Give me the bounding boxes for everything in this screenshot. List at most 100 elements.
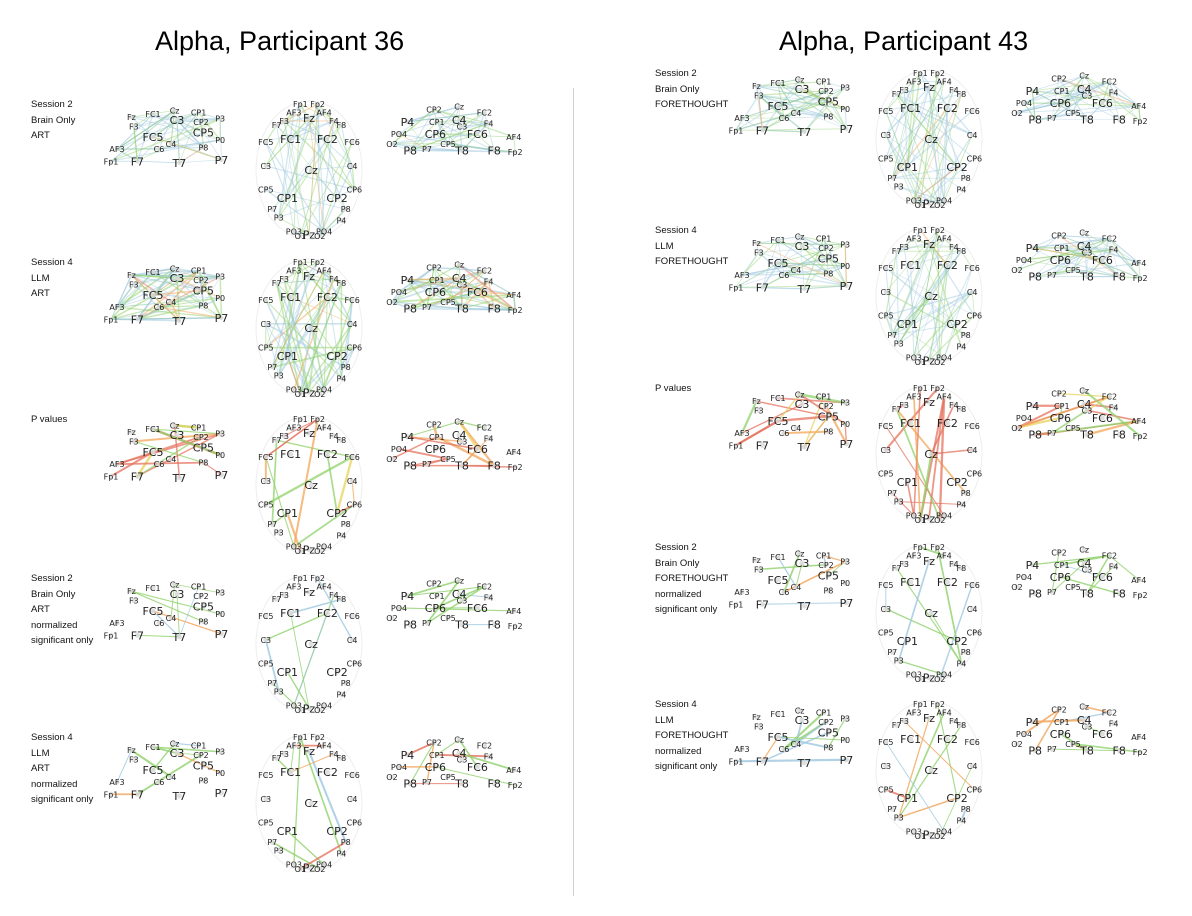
electrode-label-f4: F4 xyxy=(484,434,494,443)
connection-edge xyxy=(176,111,200,121)
connection-edge xyxy=(906,238,945,325)
connection-edge xyxy=(755,242,847,287)
electrode-label-cp5: CP5 xyxy=(818,95,839,108)
electrode-node xyxy=(1032,748,1038,754)
row-label-line: normalized xyxy=(31,778,78,790)
electrode-label-af4: AF4 xyxy=(937,235,952,244)
connection-edge xyxy=(803,415,829,448)
connection-edge xyxy=(896,93,975,160)
connection-edge xyxy=(928,134,973,205)
connection-edge xyxy=(197,111,221,141)
electrode-label-fp1: Fp1 xyxy=(104,315,119,324)
electrode-node xyxy=(793,425,799,431)
electrode-label-fc2: FC2 xyxy=(1102,709,1117,718)
electrode-node xyxy=(263,502,269,508)
electrode-node xyxy=(114,461,120,467)
electrode-node xyxy=(349,613,355,619)
electrode-label-af4: AF4 xyxy=(317,267,332,276)
electrode-label-cp5: CP5 xyxy=(878,155,894,164)
row-label-line: significant only xyxy=(31,794,94,805)
electrode-label-cp5: CP5 xyxy=(1065,266,1081,275)
connection-edge xyxy=(891,81,945,179)
connection-edge xyxy=(891,295,932,336)
electrode-node xyxy=(825,729,831,735)
electrode-node xyxy=(941,394,947,400)
connection-edge xyxy=(458,420,479,450)
connection-edge xyxy=(1051,237,1111,276)
connection-edge xyxy=(758,94,805,133)
electrode-node xyxy=(297,416,303,422)
electrode-node xyxy=(150,585,156,591)
connection-edge xyxy=(891,291,973,336)
connection-edge xyxy=(913,237,930,245)
connection-edge xyxy=(170,112,199,145)
row-label-line: significant only xyxy=(31,635,94,646)
electrode-label-p7: P7 xyxy=(887,648,897,657)
electrode-label-c3: C3 xyxy=(795,240,810,253)
electrode-node xyxy=(1070,741,1076,747)
electrode-node xyxy=(1070,584,1076,590)
electrode-label-fz: Fz xyxy=(127,113,136,122)
connection-edge xyxy=(1138,105,1141,122)
electrode-node xyxy=(343,365,348,370)
electrode-label-p4: P4 xyxy=(1026,400,1040,413)
connection-edge xyxy=(176,593,180,638)
electrode-node xyxy=(491,463,497,469)
connection-edge xyxy=(824,404,848,445)
electrode-node xyxy=(883,606,889,612)
connection-edge xyxy=(798,78,848,130)
electrode-label-fp1: Fp1 xyxy=(729,441,744,450)
connection-edge xyxy=(799,235,827,249)
electrode-label-fc2: FC2 xyxy=(1102,78,1117,87)
electrode-node xyxy=(481,743,487,749)
electrode-node xyxy=(325,295,330,300)
electrode-node xyxy=(424,146,430,152)
electrode-node xyxy=(753,398,759,404)
electrode-label-f4: F4 xyxy=(949,560,959,569)
connection-edge xyxy=(458,119,490,124)
electrode-label-cp2: CP2 xyxy=(326,350,347,363)
connection-edge xyxy=(799,235,846,246)
electrode-label-o1: O1 xyxy=(295,706,306,715)
electrode-label-po4: PO4 xyxy=(391,130,407,139)
electrode-node xyxy=(131,124,136,129)
electrode-label-o1: O1 xyxy=(915,516,926,525)
connection-edge xyxy=(777,82,797,114)
electrode-node xyxy=(511,292,516,298)
connection-edge xyxy=(943,107,949,202)
electrode-label-cp2: CP2 xyxy=(326,666,347,679)
electrode-node xyxy=(823,403,829,409)
connection-edge xyxy=(1072,743,1141,753)
electrode-label-c4: C4 xyxy=(791,583,802,592)
connection-edge xyxy=(936,546,963,665)
electrode-label-fz: Fz xyxy=(752,239,761,248)
connection-edge xyxy=(777,262,829,274)
connection-edge xyxy=(762,244,846,288)
electrode-node xyxy=(456,432,462,438)
electrode-node xyxy=(174,750,180,756)
electrode-node xyxy=(343,207,348,212)
electrode-node xyxy=(894,406,900,412)
electrode-label-cz: Cz xyxy=(924,133,938,146)
connection-edge xyxy=(913,166,958,201)
electrode-node xyxy=(512,623,518,629)
electrode-label-o2: O2 xyxy=(386,773,397,782)
electrode-label-p8: P8 xyxy=(823,270,833,279)
electrode-label-p3: P3 xyxy=(274,847,284,856)
electrode-node xyxy=(459,148,465,153)
electrode-node xyxy=(108,317,114,322)
connection-edge xyxy=(276,124,295,233)
electrode-node xyxy=(883,787,889,793)
connection-edge xyxy=(913,229,938,358)
electrode-label-af4: AF4 xyxy=(1131,102,1146,111)
electrode-label-p7: P7 xyxy=(422,460,432,469)
connection-edge xyxy=(741,100,829,119)
electrode-label-cz: Cz xyxy=(795,232,805,241)
electrode-node xyxy=(457,118,462,123)
electrode-label-fp2: Fp2 xyxy=(930,226,945,235)
electrode-node xyxy=(511,608,517,614)
electrode-node xyxy=(459,622,465,628)
electrode-node xyxy=(883,265,888,271)
electrode-label-t8: T8 xyxy=(1079,745,1094,758)
